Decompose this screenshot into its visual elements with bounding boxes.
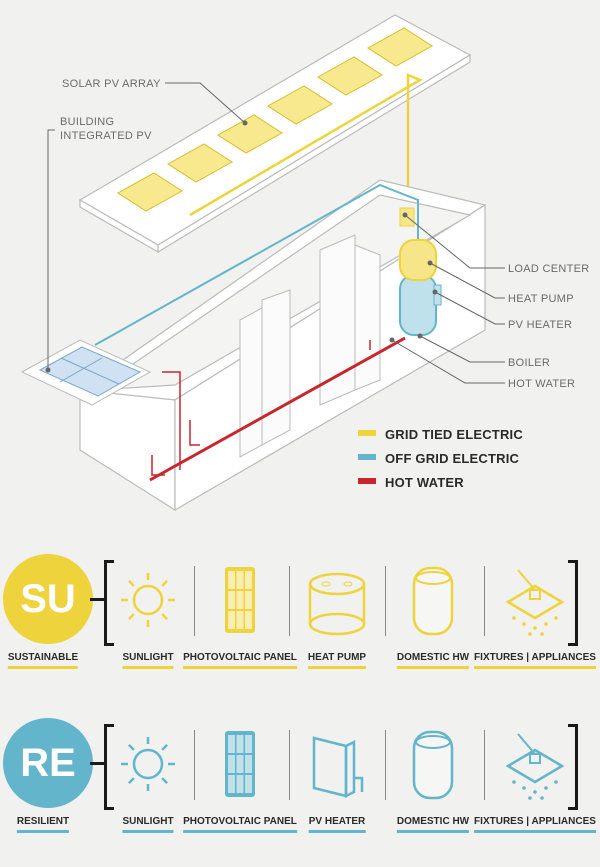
- separator: [288, 730, 290, 800]
- bracket-right: [568, 724, 578, 810]
- label-boiler: BOILER: [508, 357, 550, 369]
- item-label: FIXTURES | APPLIANCES: [474, 652, 596, 669]
- label-solar-pv-array: SOLAR PV ARRAY: [62, 78, 161, 90]
- separator: [484, 566, 485, 636]
- solar-panel: [167, 143, 233, 183]
- building-integrated-pv: [20, 339, 152, 406]
- category-row-sustainable: SU SUSTAINABLE SUNLIGHT PHOTOVOLTAIC PANEL…: [0, 548, 600, 669]
- item-label: PHOTOVOLTAIC PANEL: [183, 816, 297, 833]
- item-label: HEAT PUMP: [307, 652, 367, 669]
- pv-panel-icon: [225, 731, 255, 797]
- sun-icon: [121, 737, 175, 791]
- label-heat-pump: HEAT PUMP: [508, 293, 574, 305]
- item-label: SUNLIGHT: [122, 652, 174, 669]
- category-badge: RE: [3, 718, 93, 808]
- heat-pump-icon: [308, 572, 366, 636]
- boiler-tank: [399, 207, 442, 336]
- grid-tied-wire: [189, 73, 423, 217]
- legend-label: OFF GRID ELECTRIC: [385, 451, 520, 466]
- legend: GRID TIED ELECTRIC OFF GRID ELECTRIC HOT…: [358, 427, 523, 490]
- separator: [194, 730, 195, 800]
- label-bipv-line1: BUILDING: [60, 116, 114, 128]
- legend-swatch-grid-tied: [358, 430, 376, 436]
- water-tank-icon: [412, 566, 454, 636]
- water-tank-icon: [412, 730, 454, 800]
- bracket-left: [104, 724, 114, 810]
- legend-swatch-hot-water: [358, 478, 376, 484]
- pv-heater-icon: [312, 736, 364, 799]
- separator: [194, 566, 195, 636]
- separator: [385, 730, 386, 800]
- sun-icon: [121, 573, 175, 627]
- connector-line: [90, 598, 106, 601]
- label-bipv-line2: INTEGRATED PV: [60, 130, 152, 142]
- callout-dots: [45, 120, 438, 373]
- solar-panel: [317, 56, 383, 96]
- connector-line: [90, 762, 106, 765]
- category-label: RESILIENT: [16, 816, 70, 833]
- category-row-resilient: RE RESILIENT SUNLIGHT PHOTOVOLTAIC PANEL PV…: [0, 712, 600, 833]
- solar-panel: [267, 85, 333, 125]
- separator: [288, 566, 290, 636]
- solar-panel: [367, 27, 433, 67]
- legend-label: GRID TIED ELECTRIC: [385, 427, 523, 442]
- label-pv-heater: PV HEATER: [508, 319, 572, 331]
- solar-panel: [217, 114, 283, 154]
- bracket-left: [104, 560, 114, 646]
- hot-water-risers: [151, 340, 371, 476]
- legend-label: HOT WATER: [385, 475, 464, 490]
- separator: [385, 566, 386, 636]
- hot-water-pipe: [149, 336, 406, 482]
- category-badge: SU: [3, 554, 93, 644]
- item-label: PHOTOVOLTAIC PANEL: [183, 652, 297, 669]
- category-label: SUSTAINABLE: [7, 652, 79, 669]
- item-label: DOMESTIC HW: [396, 652, 470, 669]
- bracket-right: [568, 560, 578, 646]
- pv-panel-icon: [225, 567, 255, 633]
- solar-panel: [117, 172, 183, 212]
- item-label: PV HEATER: [308, 816, 366, 833]
- item-label: DOMESTIC HW: [396, 816, 470, 833]
- item-label: SUNLIGHT: [122, 816, 174, 833]
- callout-lines: [47, 82, 505, 384]
- shower-fixture-icon: [505, 569, 565, 636]
- solar-pv-array: [117, 27, 433, 212]
- item-label: FIXTURES | APPLIANCES: [474, 816, 596, 833]
- shower-fixture-icon: [505, 733, 565, 800]
- label-load-center: LOAD CENTER: [508, 263, 590, 275]
- building-energy-diagram: SOLAR PV ARRAY BUILDING INTEGRATED PV LO…: [20, 14, 590, 512]
- separator: [484, 730, 485, 800]
- legend-swatch-off-grid: [358, 454, 376, 460]
- label-hot-water: HOT WATER: [508, 378, 575, 390]
